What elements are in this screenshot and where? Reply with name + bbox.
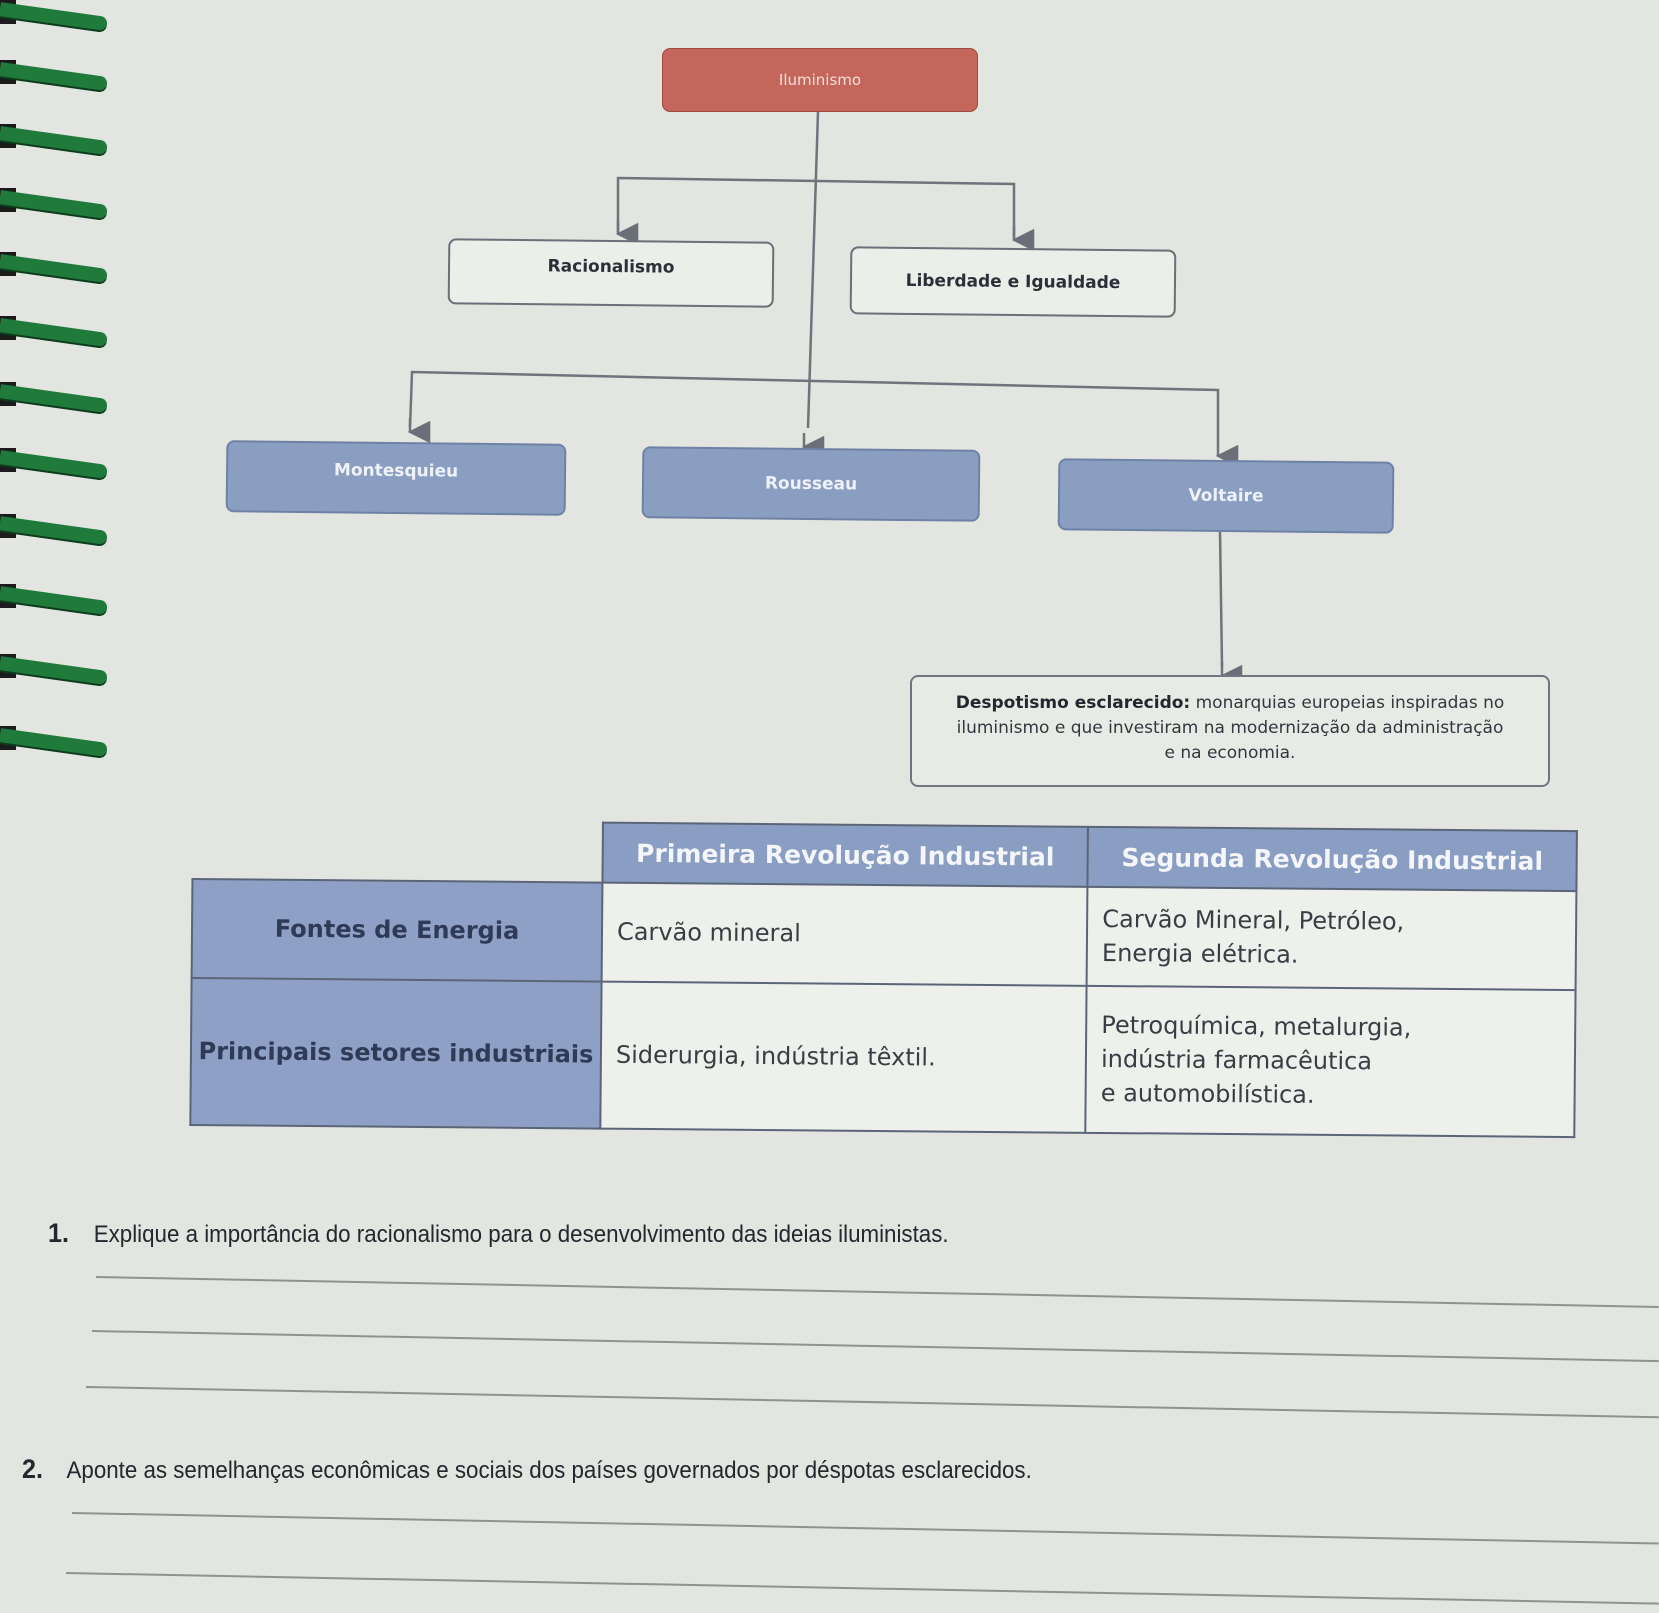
answer-line[interactable] (65, 1572, 1659, 1605)
cell-energy-first: Carvão mineral (601, 882, 1088, 986)
cell-sectors-second: Petroquímica, metalurgia, indústria farm… (1085, 985, 1576, 1138)
despotismo-line-1: Despotismo esclarecido: monarquias europ… (912, 691, 1548, 716)
cell-line: Energia elétrica. (1101, 939, 1299, 970)
row-header-sectors: Principais setores industriais (190, 977, 602, 1129)
question-1: 1. Explique a importância do racionalism… (48, 1218, 949, 1249)
question-number: 2. (22, 1454, 43, 1484)
node-despotismo-esclarecido: Despotismo esclarecido: monarquias europ… (910, 675, 1550, 787)
table-row: Fontes de Energia Carvão mineral Carvão … (191, 879, 1577, 991)
despotismo-line-2: iluminismo e que investiram na moderniza… (956, 718, 1504, 738)
question-text: Explique a importância do racionalismo p… (93, 1221, 949, 1248)
answer-line[interactable] (71, 1512, 1659, 1545)
spiral-binding (0, 0, 120, 820)
answer-line[interactable] (91, 1330, 1659, 1363)
question-number: 1. (48, 1218, 69, 1248)
cell-energy-second: Carvão Mineral, Petróleo, Energia elétri… (1086, 886, 1577, 991)
node-montesquieu: Montesquieu (225, 440, 567, 516)
cell-sectors-first: Siderurgia, indústria têxtil. (600, 981, 1087, 1133)
question-2: 2. Aponte as semelhanças econômicas e so… (22, 1454, 1032, 1485)
cell-line: indústria farmacêutica (1100, 1045, 1373, 1076)
cell-line: Petroquímica, metalurgia, (1101, 1011, 1412, 1043)
column-header-second: Segunda Revolução Industrial (1087, 826, 1577, 892)
answer-line[interactable] (85, 1386, 1659, 1419)
table-corner (192, 819, 603, 883)
despotismo-term: Despotismo esclarecido: (955, 693, 1191, 713)
cell-line: e automobilística. (1100, 1079, 1315, 1110)
question-text: Aponte as semelhanças econômicas e socia… (66, 1457, 1032, 1484)
node-voltaire: Voltaire (1057, 458, 1395, 534)
node-racionalismo: Racionalismo (447, 238, 775, 308)
concept-map-connectors (407, 111, 1243, 688)
answer-line[interactable] (95, 1276, 1659, 1309)
industrial-revolution-table: Primeira Revolução Industrial Segunda Re… (189, 818, 1578, 1138)
node-iluminismo: Iluminismo (662, 48, 978, 112)
node-liberdade-igualdade: Liberdade e Igualdade (849, 246, 1177, 318)
despotismo-line-3: e na economia. (1164, 743, 1296, 763)
cell-line: Carvão Mineral, Petróleo, (1102, 905, 1405, 937)
despotismo-definition-start: monarquias europeias inspiradas no (1195, 693, 1505, 713)
row-header-energy: Fontes de Energia (191, 879, 603, 982)
table-row: Principais setores industriais Siderurgi… (190, 977, 1576, 1138)
column-header-first: Primeira Revolução Industrial (602, 822, 1089, 887)
node-rousseau: Rousseau (641, 446, 981, 522)
